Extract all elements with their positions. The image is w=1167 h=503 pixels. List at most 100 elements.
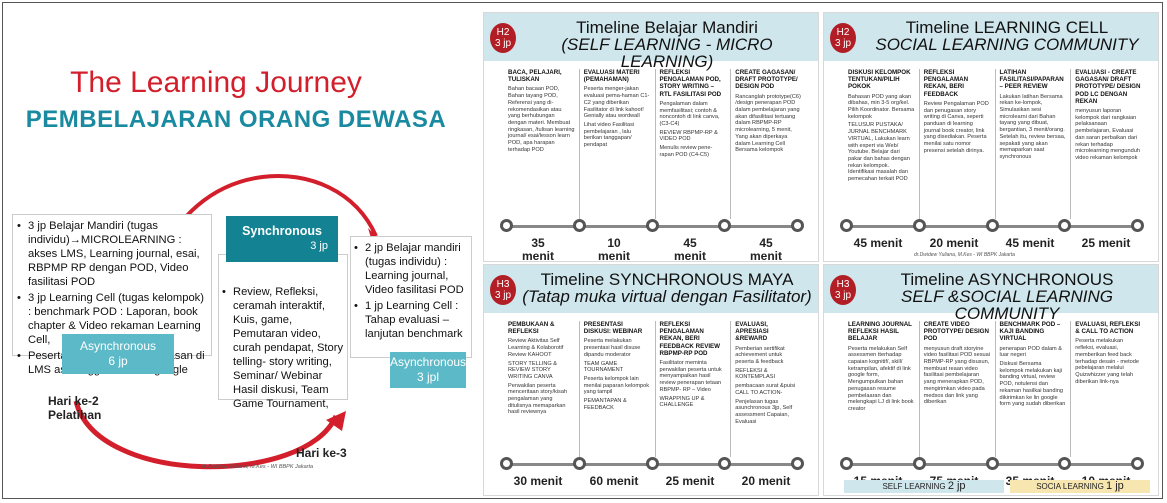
step-text: Review Pengalaman POD dan penugasan stor…	[923, 100, 989, 154]
badge-jp: 3 jp	[494, 290, 512, 301]
timeline-track	[840, 219, 1144, 233]
async-day3-item: 1 jp Learning Cell : Tahap evaluasi – la…	[354, 299, 468, 341]
sync-tag: Synchronous 3 jp	[226, 216, 338, 262]
step-text: Penjelasan tugas asunchronous 3jp, Self …	[735, 398, 793, 425]
learning-journey-slide: The Learning Journey PEMBELAJARAN ORANG …	[6, 6, 474, 496]
async-tag-label: Asynchronous	[79, 339, 157, 353]
timeline-step: LATIHAN FASILITASI/PAPARAN – PEER REVIEW…	[994, 69, 1071, 219]
step-text: PEMANTAPAN & FEEDBACK	[583, 398, 627, 411]
step-text: pembacaan surat &puisi CALL TO ACTION-	[735, 383, 796, 396]
step-text: Bahan bacaan POD, Bahan tayang POD, Refe…	[508, 86, 575, 153]
self-learning-jp: 2 jp	[947, 480, 966, 492]
timeline-dot	[500, 219, 513, 232]
step-duration: 20 menit	[929, 236, 979, 250]
social-learning-label: SOCIA LEARNING	[1036, 482, 1104, 491]
slide-title: The Learning Journey	[70, 66, 362, 99]
timeline-dot	[985, 219, 999, 232]
step-duration: 45 menit	[749, 236, 782, 263]
step-text: Peserta melakukan presentasi hasil disus…	[583, 338, 641, 358]
panel-title-line1: Timeline ASYNCHRONOUS	[900, 270, 1114, 289]
panel-header	[824, 13, 1158, 61]
timeline-track	[500, 219, 804, 233]
step-heading: REFLEKSI PENGALAMAN REKAN, BERI FEEDBACK	[923, 69, 969, 98]
timeline-dot	[1131, 457, 1144, 470]
timeline-dot	[791, 457, 804, 470]
timeline-dot	[500, 457, 513, 470]
step-text: Perwakilan peserta menceritaan story/kis…	[508, 382, 568, 416]
step-heading: BENCHMARK POD – Kaji banding virtual	[999, 321, 1061, 343]
sync-list: Review, Refleksi, ceramah interaktif, Ku…	[222, 285, 344, 411]
slide-credit: dr.Dwidew Yuliana, M.Kes - WI BBPK Jakar…	[202, 464, 314, 470]
timeline-track	[840, 457, 1144, 471]
step-heading: EVALUASI MATERI (PEMAHAMAN)	[583, 69, 640, 84]
panel-header	[824, 265, 1158, 313]
arrow-down-curve	[73, 400, 339, 470]
step-text: TELUSUR PUSTAKA/ JURNAL BENCHMARK VIRTUA…	[848, 122, 910, 183]
step-heading: CREATE VIDEO PROTOTYPE/ DESIGN POD	[923, 321, 989, 343]
step-heading: REFLEKSI PENGALAMAN REKAN, BERI FEEDBACK…	[659, 321, 721, 357]
async-box-day2: 3 jp Belajar Mandiri (tugas individu)→MI…	[12, 214, 212, 376]
timeline-track	[500, 457, 804, 471]
step-heading: EVALUASI, REFLEKSI & CALL TO ACTION	[1075, 321, 1141, 336]
step-text: Pengalaman dalam memfasilitasi; contoh &…	[659, 100, 720, 127]
step-heading: BACA, PELAJARI, TULISKAN	[508, 69, 562, 84]
timeline-step: CREATE GAGASAN/ DRAFT PROTOTYPE/ DESIGN …	[730, 69, 806, 219]
badge-day: H2	[836, 27, 850, 38]
sync-tag-jp: 3 jp	[310, 240, 328, 252]
step-heading: EVALUASI - CREATE GAGASAN/ DRAFT PROTOTY…	[1075, 69, 1141, 105]
step-text: penerapan POD dalam & luar negeri	[999, 345, 1063, 359]
timeline-step: DISKUSI KELOMPOK TENTUKAN/Pilih PokokBah…	[844, 69, 919, 219]
panel-title-line1: Timeline SYNCHRONOUS MAYA	[540, 270, 794, 289]
day3-label: Hari ke-3	[296, 446, 347, 460]
step-text: Lakukan latihan Bersama rekan ke-lompok,…	[999, 93, 1066, 160]
arrow-down-head	[326, 411, 346, 431]
badge-day: H3	[496, 279, 510, 290]
async-box-day3: 2 jp Belajar mandiri (tugas individu) : …	[350, 236, 472, 358]
timeline-step: BENCHMARK POD – Kaji banding virtual pene…	[994, 321, 1071, 457]
badge-jp: 3 jp	[834, 38, 852, 49]
timeline-columns: DISKUSI KELOMPOK TENTUKAN/Pilih PokokBah…	[844, 69, 1146, 219]
timeline-step: BACA, PELAJARI, TULISKAN Bahan bacaan POD…	[504, 69, 579, 219]
social-learning-jp: 1 jp	[1106, 480, 1124, 492]
step-text: Review Aktivitas Self Learning & Kolabor…	[508, 338, 564, 358]
step-text: Peserta kelompok lain menilai paparan ke…	[583, 375, 650, 396]
step-heading: LATIHAN FASILITASI/PAPARAN – PEER REVIEW	[999, 69, 1064, 91]
panel-header	[484, 13, 818, 61]
async-tag3-label: Asynchronous	[390, 355, 467, 369]
timeline-dot	[718, 219, 732, 232]
panel-title-line1: Timeline LEARNING CELL	[905, 18, 1109, 37]
async-tag-jp: 6 jp	[108, 354, 128, 368]
step-text: REVIEW RBPMP-RP & VIDEO POD	[659, 129, 718, 143]
timeline-step: LEARNING JOURNAL Refleksi hasil belajarP…	[844, 321, 919, 457]
step-duration: 20 menit	[741, 474, 791, 488]
sync-item: Review, Refleksi, ceramah interaktif, Ku…	[222, 285, 344, 411]
self-learning-label: SELF LEARNING	[882, 482, 946, 491]
step-heading: DISKUSI KELOMPOK TENTUKAN/Pilih Pokok	[848, 69, 911, 91]
timeline-dot	[718, 457, 732, 470]
timeline-dot	[645, 219, 659, 232]
step-heading: CREATE GAGASAN/ DRAFT PROTOTYPE/ DESIGN …	[735, 69, 798, 91]
async-day3-list: 2 jp Belajar mandiri (tugas individu) : …	[354, 241, 468, 341]
step-text: Pemberian sertifikat achievement untuk p…	[735, 345, 785, 366]
timeline-dot	[840, 219, 853, 232]
social-learning-bar: SOCIA LEARNING 1 jp	[1010, 480, 1150, 493]
step-duration: 30 menit	[513, 474, 563, 488]
panel-title-line2: SELF &SOCIAL LEARNING COMMUNITY	[901, 287, 1113, 323]
async-day3-item: 2 jp Belajar mandiri (tugas individu) : …	[354, 241, 468, 297]
timeline-dot	[1058, 457, 1072, 470]
step-duration: 45 menit	[1005, 236, 1055, 250]
panel-header	[484, 265, 818, 313]
step-duration: 45 menit	[853, 236, 903, 250]
step-text: Peserta melakukan Self assessmen tterhad…	[848, 345, 914, 412]
step-duration: 25 menit	[665, 474, 715, 488]
